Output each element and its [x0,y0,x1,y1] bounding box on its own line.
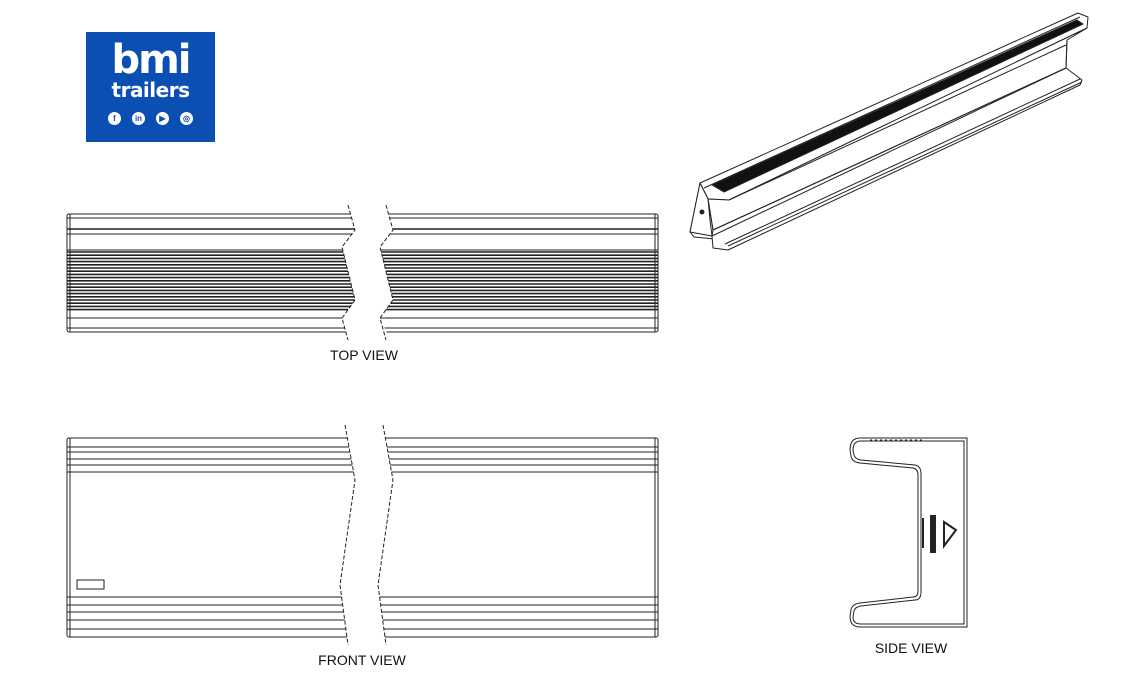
front-view [66,424,659,646]
logo-brand: bmi [111,37,191,83]
label-plate [76,579,105,590]
logo-subtitle: trailers [111,78,190,102]
top-view-label: TOP VIEW [330,347,398,363]
facebook-icon[interactable]: f [108,112,121,125]
bmi-trailers-logo: bmi trailers f in ▶ ◎ [86,32,215,142]
top-view [66,204,659,341]
stamp-logo [922,515,958,553]
linkedin-icon[interactable]: in [132,112,145,125]
instagram-icon[interactable]: ◎ [180,112,193,125]
front-view-label: FRONT VIEW [318,652,406,668]
side-view-label: SIDE VIEW [874,640,948,656]
isometric-view [689,12,1089,251]
youtube-icon[interactable]: ▶ [156,112,169,125]
social-icons: f in ▶ ◎ [86,112,215,125]
side-view [849,437,968,628]
